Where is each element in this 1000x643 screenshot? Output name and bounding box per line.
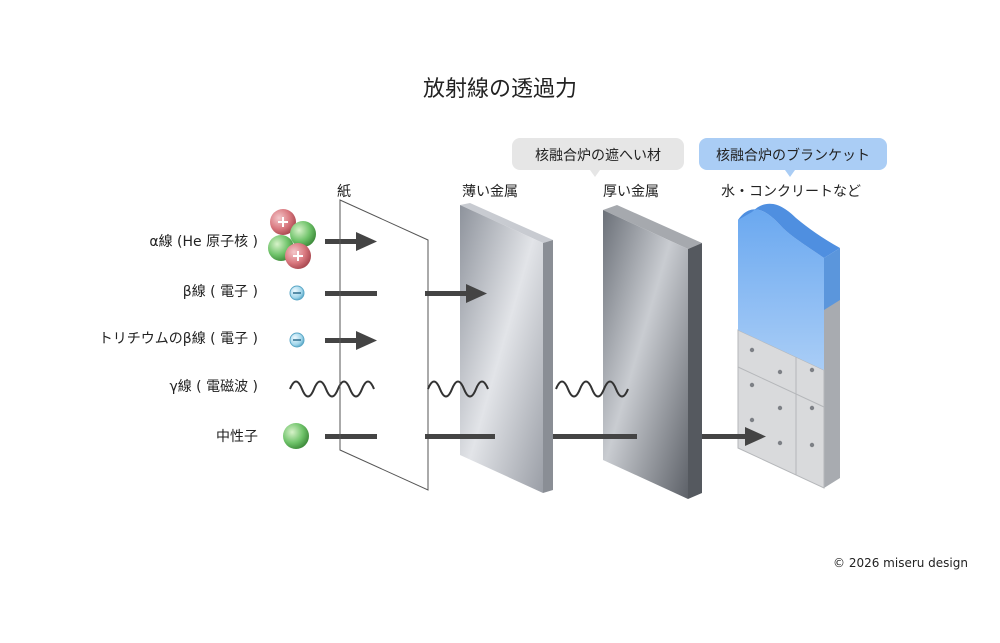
- alpha-arrow: [325, 232, 377, 251]
- beta-electron-icon: [289, 285, 305, 301]
- water-concrete-block: [737, 203, 840, 489]
- callout-blanket: 核融合炉のブランケット: [699, 138, 887, 177]
- callout-shield-material-label: 核融合炉の遮へい材: [535, 148, 661, 164]
- tritium-beta-arrow: [325, 331, 377, 350]
- tritium-electron-icon: [289, 332, 305, 348]
- label-tritium-beta: トリチウムのβ線 ( 電子 ): [99, 331, 258, 347]
- beta-arrow: [325, 284, 487, 303]
- credit: © 2026 miseru design: [833, 556, 968, 570]
- label-paper: 紙: [337, 184, 351, 200]
- diagram-title: 放射線の透過力: [423, 77, 577, 102]
- label-water-concrete: 水・コンクリートなど: [721, 184, 861, 200]
- label-thick-metal: 厚い金属: [603, 184, 659, 200]
- thin-metal-plate: [460, 203, 553, 493]
- neutron-arrow: [325, 427, 766, 446]
- label-thin-metal: 薄い金属: [462, 184, 518, 200]
- callout-blanket-label: 核融合炉のブランケット: [716, 147, 870, 164]
- thick-metal-plate: [603, 205, 702, 499]
- label-alpha: α線 (He 原子核 ): [149, 234, 258, 250]
- alpha-particle-icon: [268, 209, 316, 269]
- gamma-wave: [289, 380, 629, 398]
- label-neutron: 中性子: [216, 429, 258, 445]
- label-beta: β線 ( 電子 ): [183, 284, 258, 300]
- neutron-particle-icon: [283, 423, 309, 449]
- label-gamma: γ線 ( 電磁波 ): [169, 379, 258, 395]
- callout-shield-material: 核融合炉の遮へい材: [512, 138, 684, 177]
